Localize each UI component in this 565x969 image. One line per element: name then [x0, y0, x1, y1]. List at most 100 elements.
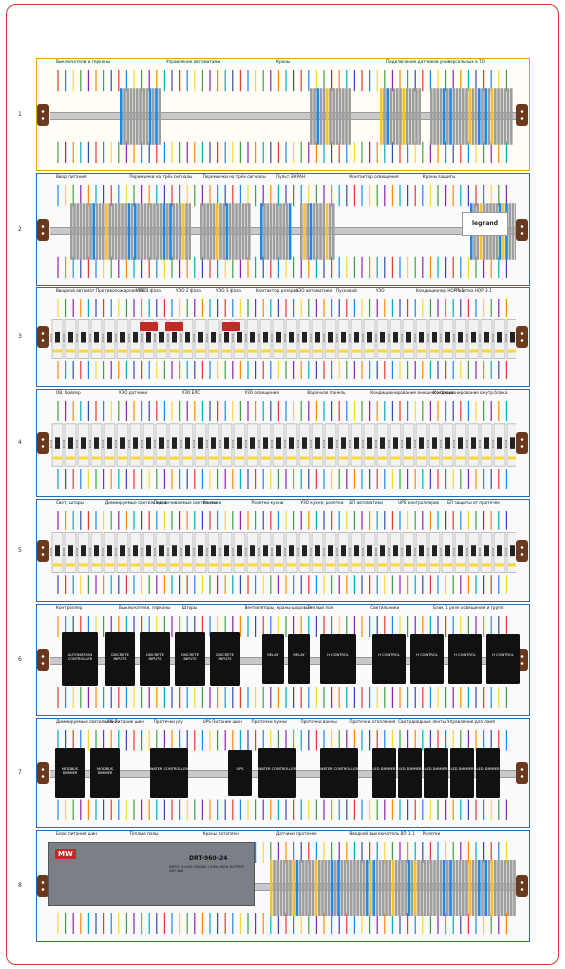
psu-model: DRT-960-24	[189, 855, 228, 862]
automation-controller[interactable]: AUTOMATION CONTROLLER	[62, 632, 98, 686]
terminal-block	[484, 88, 487, 145]
ups-module[interactable]: UPS	[228, 750, 252, 796]
terminal-block	[286, 860, 289, 916]
breaker-tag	[196, 456, 205, 460]
section-title: Подсвечиваемые светильники	[153, 500, 222, 505]
discrete-inputs-module[interactable]: DISCRETE INPUTS	[175, 632, 205, 686]
breaker-tag	[287, 563, 296, 567]
din-handle-icon[interactable]	[37, 539, 49, 562]
terminal-block	[326, 88, 329, 145]
din-handle-icon[interactable]	[516, 326, 528, 348]
breaker-lever	[276, 437, 281, 449]
breaker-lever	[367, 437, 372, 449]
modbus-dimmer[interactable]: MODBUS DIMMER	[90, 748, 120, 798]
terminal-block	[484, 860, 487, 916]
breaker-lever	[81, 545, 86, 557]
h-control-module[interactable]: H CONTROL	[486, 634, 520, 684]
din-handle-icon[interactable]	[37, 432, 49, 454]
section-title: УЗО автоматики	[296, 288, 333, 293]
section-title: Светильники	[370, 605, 400, 610]
module-label: MODBUS DIMMER	[96, 767, 114, 776]
section-title: УЗО кухня, розетки	[300, 500, 344, 505]
terminal-block	[417, 860, 420, 916]
led-dimmer[interactable]: LED DIMMER	[398, 748, 422, 798]
section-title: БП защиты от протечек	[447, 500, 500, 505]
breaker-lever	[263, 437, 268, 449]
terminal-block	[430, 88, 433, 145]
din-handle-icon[interactable]	[516, 103, 528, 126]
breaker-lever	[185, 331, 190, 343]
din-handle-icon[interactable]	[516, 539, 528, 562]
modbus-dimmer[interactable]: MODBUS DIMMER	[55, 748, 85, 798]
relay-module[interactable]: RELAY	[288, 634, 310, 684]
section-title: УЗО 1 фаза	[136, 288, 161, 293]
breaker-lever	[432, 331, 437, 343]
h-control-module[interactable]: H CONTROL	[448, 634, 482, 684]
led-dimmer[interactable]: LED DIMMER	[476, 748, 500, 798]
terminal-block	[134, 203, 137, 260]
led-dimmer[interactable]: LED DIMMER	[424, 748, 448, 798]
terminal-block	[511, 203, 515, 260]
section-title: Протечки отопления	[349, 719, 396, 724]
section-title: Контроллер	[56, 605, 83, 610]
terminal-block	[506, 88, 510, 145]
breaker-lever	[315, 437, 320, 449]
terminal-block	[513, 860, 516, 916]
breaker-tag	[313, 456, 322, 460]
din-handle-icon[interactable]	[516, 432, 528, 454]
led-dimmer[interactable]: LED DIMMER	[372, 748, 396, 798]
terminal-block	[375, 860, 379, 916]
terminal-block	[481, 88, 484, 145]
module-label: MODBUS DIMMER	[61, 767, 79, 776]
breaker-lever	[458, 437, 463, 449]
h-control-module[interactable]: H CONTROL	[410, 634, 444, 684]
led-dimmer[interactable]: LED DIMMER	[450, 748, 474, 798]
terminal-block	[279, 203, 282, 260]
din-handle-icon[interactable]	[516, 762, 528, 784]
section-title: УЗО ЕЛС	[181, 390, 201, 395]
water-controller[interactable]: WATER CONTROLLER	[320, 748, 358, 798]
relay-module[interactable]: RELAY	[262, 634, 284, 684]
breaker-lever	[419, 545, 424, 557]
din-handle-icon[interactable]	[37, 103, 49, 126]
water-controller[interactable]: WATER CONTROLLER	[150, 748, 188, 798]
section-title: Вводной выключатель ВП 3.1	[349, 831, 415, 836]
terminal-block	[316, 88, 319, 145]
discrete-inputs-module[interactable]: DISCRETE INPUTS	[105, 632, 135, 686]
module-label: WATER CONTROLLER	[258, 767, 296, 771]
terminal-block	[446, 88, 449, 145]
terminal-block	[478, 860, 481, 916]
din-handle-icon[interactable]	[516, 218, 528, 241]
din-handle-icon[interactable]	[37, 326, 49, 348]
h-control-module[interactable]: H CONTROL	[372, 634, 406, 684]
section-title: Противопожарная УЗО	[96, 288, 147, 293]
breaker-tag	[261, 563, 270, 567]
discrete-inputs-module[interactable]: DISCRETE INPUTS	[140, 632, 170, 686]
terminal-block	[273, 860, 276, 916]
breaker-lever	[68, 437, 73, 449]
terminal-block	[321, 860, 324, 916]
din-handle-icon[interactable]	[37, 649, 49, 671]
breaker-lever	[133, 331, 138, 343]
terminal-block	[300, 203, 303, 260]
terminal-block	[188, 203, 191, 260]
breaker-tag	[235, 563, 244, 567]
din-handle-icon[interactable]	[516, 875, 528, 897]
module-label: RELAY	[293, 653, 305, 657]
din-handle-icon[interactable]	[37, 218, 49, 241]
breaker-tag	[144, 563, 153, 567]
terminal-block	[446, 860, 449, 916]
breaker-lever	[224, 437, 229, 449]
breaker-lever	[354, 545, 359, 557]
breaker-lever	[432, 437, 437, 449]
breaker-lever	[510, 437, 515, 449]
din-handle-icon[interactable]	[37, 875, 49, 897]
h-control-module[interactable]: H CONTROL	[320, 634, 356, 684]
breaker-lever	[315, 545, 320, 557]
section-title: Контактор освещения	[349, 174, 399, 179]
breaker-tag	[53, 563, 62, 567]
water-controller[interactable]: WATER CONTROLLER	[258, 748, 296, 798]
discrete-inputs-module[interactable]: DISCRETE INPUTS	[210, 632, 240, 686]
din-handle-icon[interactable]	[37, 762, 49, 784]
terminal-block	[263, 203, 266, 260]
